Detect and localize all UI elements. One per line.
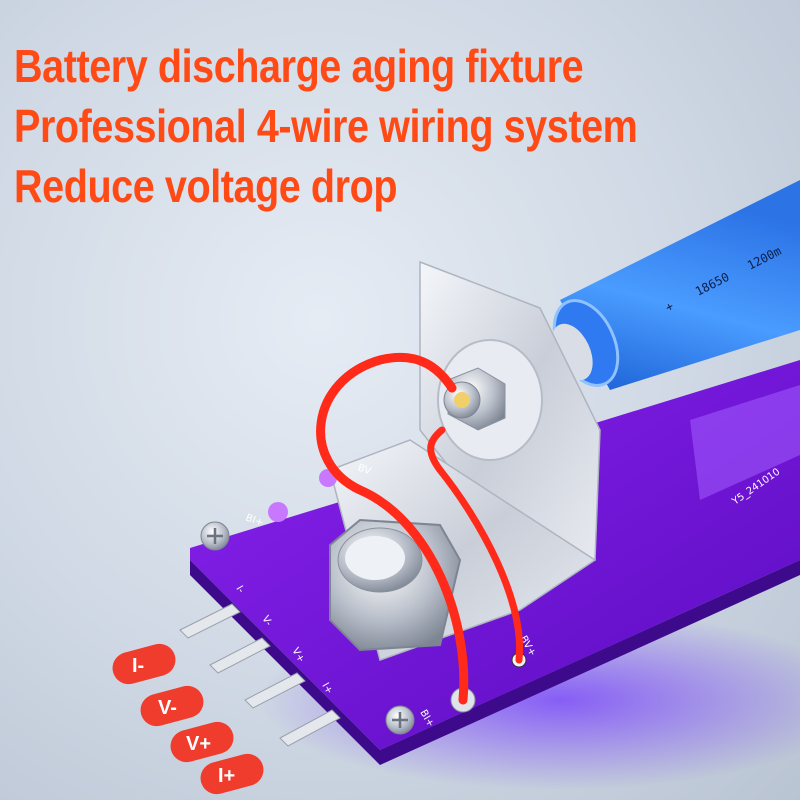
headline-line-2: Professional 4-wire wiring system — [14, 100, 638, 152]
pin-header — [179, 603, 341, 747]
pcb-pad — [268, 502, 288, 522]
pcb-label-bv-top: BV — [356, 462, 372, 477]
headline-line-1: Battery discharge aging fixture — [14, 40, 584, 92]
svg-text:I+: I+ — [218, 765, 235, 787]
terminal-pill-v-plus: V+ — [170, 721, 234, 763]
wire-force — [316, 352, 469, 705]
svg-text:V-: V- — [158, 697, 177, 719]
pcb-pin-label-i-plus: I+ — [319, 681, 334, 696]
board-screw — [200, 521, 230, 551]
terminal-screw — [437, 339, 543, 461]
terminal-pill-i-minus: I- — [112, 643, 176, 685]
board-screw — [385, 705, 415, 735]
headline-line-3: Reduce voltage drop — [14, 160, 398, 212]
pcb-edge — [190, 560, 800, 765]
pcb-pin-label-i-minus: I- — [233, 584, 246, 596]
pcb-slot — [690, 385, 800, 500]
pcb-label-bi-plus-top: BI+ — [244, 512, 265, 529]
terminal-pill-v-minus: V- — [140, 685, 204, 727]
svg-text:I-: I- — [132, 655, 144, 677]
battery-cell — [551, 180, 800, 390]
svg-text:V+: V+ — [186, 733, 211, 755]
terminal-pill-i-plus: I+ — [200, 753, 264, 795]
wire-sense — [427, 426, 524, 664]
